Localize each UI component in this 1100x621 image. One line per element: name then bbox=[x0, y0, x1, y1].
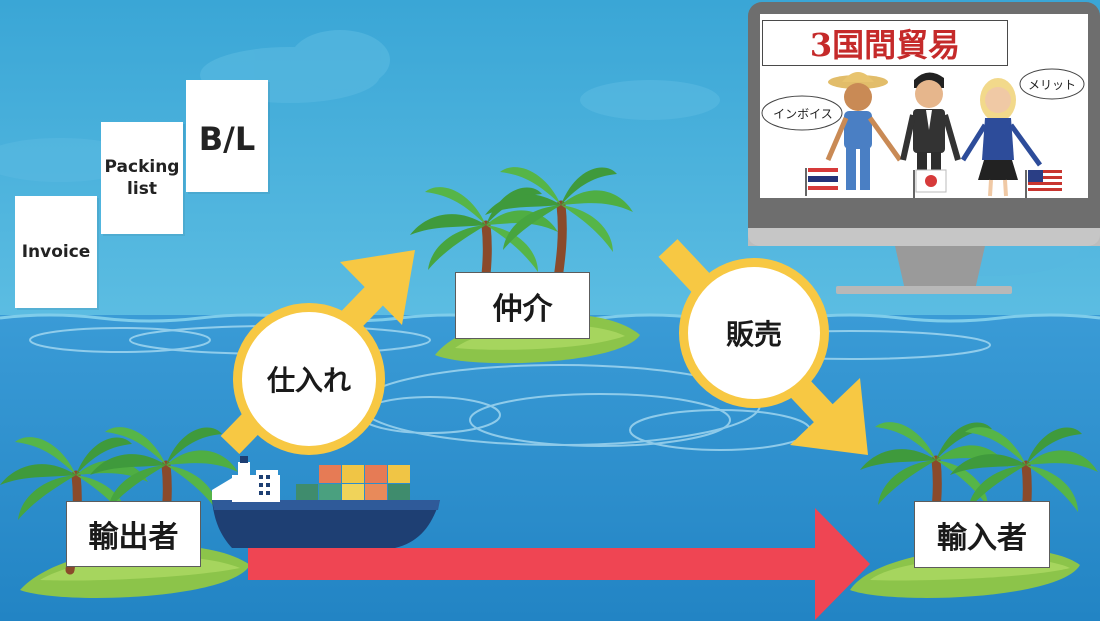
intermediary-text: 仲介 bbox=[492, 291, 553, 327]
monitor-title: 3国間貿易 bbox=[762, 20, 1008, 66]
bill-of-lading-document: B/L bbox=[186, 80, 268, 192]
invoice-label: Invoice bbox=[21, 242, 91, 262]
japan-flag-icon bbox=[913, 169, 947, 198]
farmer-character bbox=[825, 72, 903, 190]
businesswoman-character bbox=[960, 78, 1043, 197]
usa-flag-icon bbox=[1025, 170, 1062, 198]
thailand-flag-icon bbox=[805, 168, 838, 196]
exporter-text: 輸出者 bbox=[88, 520, 179, 555]
direct-shipment-arrow bbox=[248, 508, 870, 620]
invoice-document: Invoice bbox=[15, 196, 97, 308]
packing-list-document: Packing list bbox=[101, 122, 183, 234]
importer-label: 輸入者 bbox=[914, 501, 1050, 568]
sale-circle: 販売 bbox=[679, 258, 829, 408]
bill-of-lading-label: B/L bbox=[198, 120, 256, 158]
exporter-label: 輸出者 bbox=[66, 501, 201, 567]
cargo-ship-icon bbox=[212, 456, 440, 548]
importer-text: 輸入者 bbox=[937, 520, 1027, 556]
merit-speech-bubble: メリット bbox=[1024, 76, 1080, 93]
purchase-text: 仕入れ bbox=[266, 364, 351, 397]
invoice-speech-bubble: インボイス bbox=[770, 105, 836, 122]
merit-speech-text: メリット bbox=[1027, 78, 1076, 92]
packing-list-label-line2: list bbox=[127, 179, 157, 199]
packing-list-label-line1: Packing bbox=[104, 157, 180, 177]
intermediary-label: 仲介 bbox=[455, 272, 590, 339]
purchase-circle: 仕入れ bbox=[233, 303, 385, 455]
invoice-speech-text: インボイス bbox=[773, 107, 833, 121]
sale-text: 販売 bbox=[725, 318, 782, 351]
monitor-title-text: 3国間貿易 bbox=[809, 26, 961, 64]
